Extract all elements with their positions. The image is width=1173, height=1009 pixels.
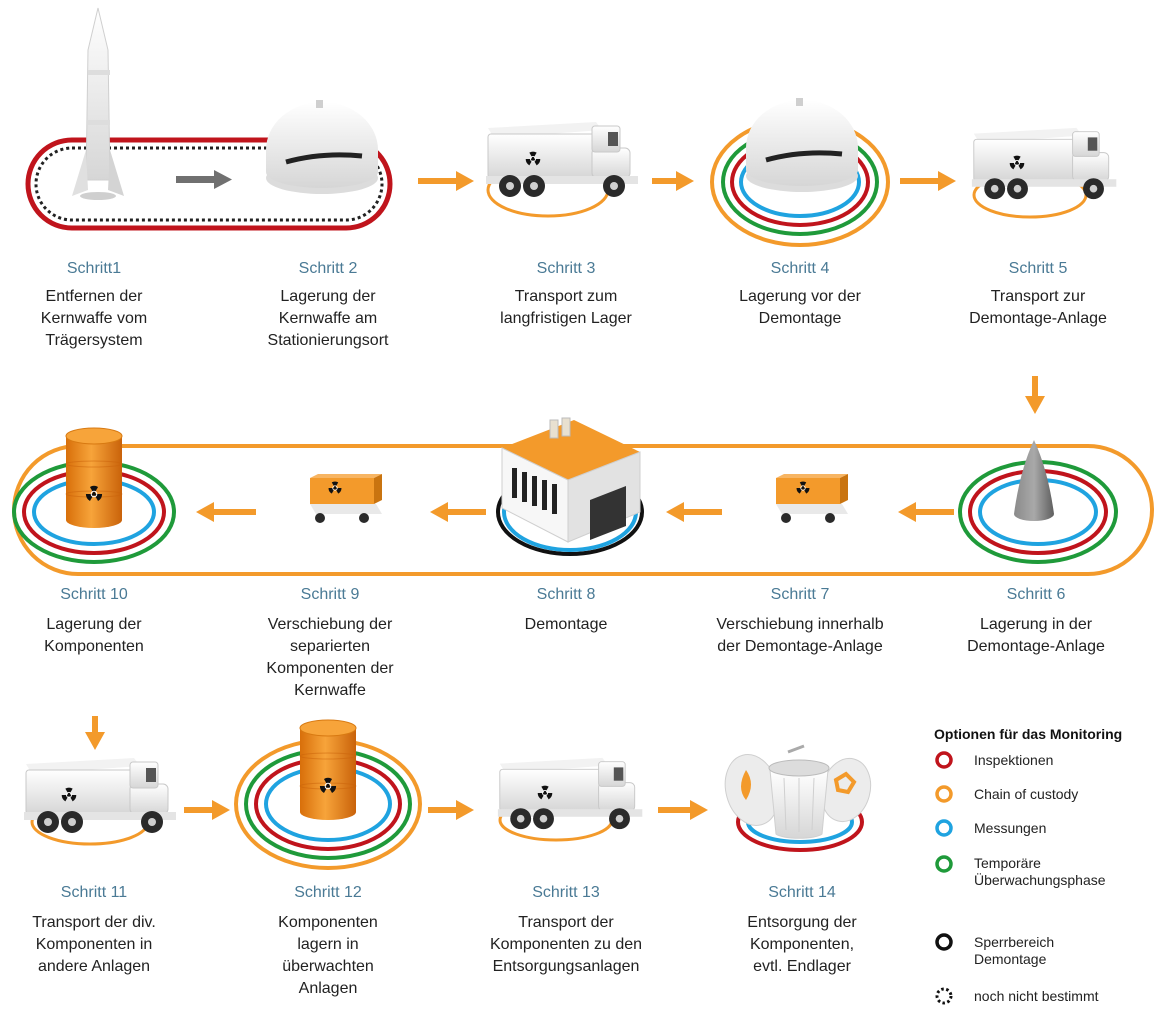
step-description: Transport zum langfristigen Lager (500, 288, 632, 327)
step-description: Transport zur Demontage-Anlage (969, 288, 1107, 327)
flow-arrow (652, 171, 694, 191)
step-title: Schritt 4 (770, 260, 830, 277)
cart-icon (310, 474, 382, 523)
monitoring-rings (710, 117, 890, 247)
step-description: Verschiebung innerhalb der Demontage-Anl… (716, 616, 884, 655)
factory-icon (501, 417, 641, 543)
step-title: Schritt 12 (294, 884, 362, 901)
step-title: Schritt 11 (60, 884, 128, 901)
legend-measurement-symbol (935, 819, 953, 837)
step-description: Entfernen der Kernwaffe vom Trägersystem (40, 288, 148, 349)
step-title: Schritt 6 (1006, 586, 1066, 603)
step-title: Schritt 13 (532, 884, 600, 901)
cone-icon (1014, 440, 1054, 521)
step-description: Demontage (524, 616, 608, 633)
step-description: Lagerung vor der Demontage (739, 288, 861, 327)
flow-arrow (430, 502, 486, 522)
step-description: Lagerung der Komponenten (44, 616, 144, 655)
inspection-ring (25, 137, 393, 231)
step-title: Schritt 14 (768, 884, 836, 901)
step-description: Entsorgung der Komponenten, evtl. Endlag… (747, 914, 857, 975)
truck-icon (23, 757, 177, 834)
rocket-icon (72, 7, 124, 200)
cart-icon (776, 474, 848, 523)
legend-inspection-symbol (935, 751, 953, 769)
step-title: Schritt1 (66, 260, 122, 277)
step-title: Schritt 9 (300, 586, 360, 603)
flow-arrow (184, 800, 230, 820)
flow-arrow (666, 502, 722, 522)
step-title: Schritt 5 (1008, 260, 1068, 277)
barrel-icon (65, 427, 123, 529)
legend-label: Messungen (974, 820, 1047, 836)
barrel-icon (299, 719, 357, 821)
legend-label: Temporäre Überwachungsphase (974, 855, 1106, 888)
legend-label: noch nicht bestimmt (974, 988, 1099, 1004)
step-title: Schritt 3 (536, 260, 596, 277)
flow-arrow (900, 171, 956, 191)
legend-label: Inspektionen (974, 752, 1054, 768)
flow-arrow (1025, 376, 1045, 414)
legend-label: Sperrbereich Demontage (974, 934, 1055, 967)
truck-icon (971, 127, 1117, 200)
storage-dome-icon (746, 98, 858, 192)
transfer-arrow (176, 170, 232, 189)
step-title: Schritt 8 (536, 586, 596, 603)
trash-can-icon (724, 744, 872, 839)
step-description: Komponenten lagern in überwachten Anlage… (278, 914, 378, 997)
flow-arrow (658, 800, 708, 820)
legend-custody-symbol (935, 785, 953, 803)
step-description: Lagerung der Kernwaffe am Stationierungs… (267, 288, 389, 349)
step-description: Lagerung in der Demontage-Anlage (967, 616, 1105, 655)
step-description: Transport der div. Komponenten in andere… (32, 914, 156, 975)
flow-arrow (196, 502, 256, 522)
step-title: Schritt 10 (60, 586, 128, 603)
legend-restricted-symbol (935, 933, 953, 951)
flow-arrow (898, 502, 954, 522)
legend-label: Chain of custody (974, 786, 1079, 802)
step-description: Transport der Komponenten zu den Entsorg… (489, 914, 643, 975)
truck-icon (485, 121, 639, 198)
truck-icon (497, 757, 643, 830)
step-description: Verschiebung der separierten Komponenten… (266, 616, 394, 699)
flow-arrow (428, 800, 474, 820)
step-title: Schritt 7 (770, 586, 830, 603)
legend-temporary-symbol (935, 855, 953, 873)
storage-dome-icon (266, 100, 378, 194)
undetermined-ring (34, 146, 384, 222)
legend-undetermined-symbol (935, 987, 953, 1005)
flow-arrow (85, 716, 105, 750)
step-title: Schritt 2 (298, 260, 358, 277)
flow-arrow (418, 171, 474, 191)
legend-title: Optionen für das Monitoring (934, 726, 1123, 742)
